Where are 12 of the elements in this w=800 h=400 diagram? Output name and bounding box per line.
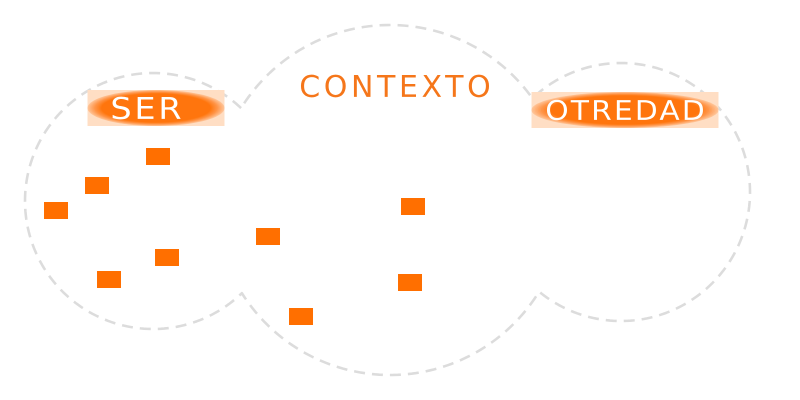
cloud-title: CONTEXTO: [300, 74, 490, 98]
rectangle-marker: [401, 198, 425, 215]
badge-label: SER: [112, 96, 181, 120]
rectangle-marker: [398, 274, 422, 291]
badge-label: OTREDAD: [546, 100, 703, 120]
rectangle-marker: [256, 228, 280, 245]
rectangle-marker: [146, 148, 170, 165]
rectangle-marker: [85, 177, 109, 194]
rectangle-marker: [289, 308, 313, 325]
rectangle-marker: [97, 271, 121, 288]
rectangle-marker: [155, 249, 179, 266]
rectangle-marker: [44, 202, 68, 219]
